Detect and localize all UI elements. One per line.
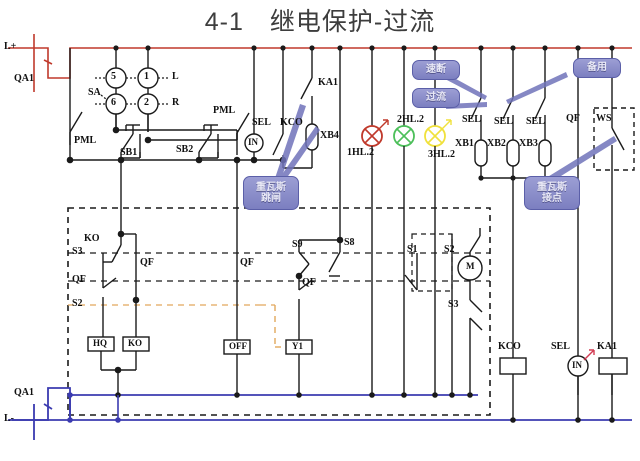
sa-control-switch[interactable] [95, 67, 170, 132]
label-qf-aux-3: QF [302, 277, 316, 288]
label-pml-right: PML [213, 105, 236, 116]
mid-branch-off [223, 215, 251, 395]
sa-contact-1: 1 [144, 71, 149, 82]
middle-group-box [67, 207, 491, 416]
coil-ka1-bottom: KA1 [597, 341, 617, 352]
sa-side-l: L [172, 71, 179, 82]
upper-rail [66, 156, 287, 215]
label-xb4: XB4 [320, 130, 339, 141]
sa-contact-5: 5 [111, 71, 116, 82]
label-sel-3: SEL [526, 116, 545, 127]
group-dashed-rails [68, 252, 490, 282]
lamp-tag-2hl2: 2HL.2 [397, 114, 424, 125]
xb-terminals [474, 139, 552, 181]
label-qf-aux-1: QF [72, 274, 86, 285]
label-ws: WS [596, 113, 612, 124]
left-branch[interactable] [87, 215, 150, 395]
label-l-plus: L+ [4, 41, 17, 52]
in-meter-label-top: IN [248, 137, 259, 147]
lamp-2hl2 [393, 125, 415, 395]
coil-hq: HQ [93, 338, 108, 348]
motor-branch[interactable] [404, 228, 483, 395]
label-s3: S3 [72, 246, 83, 257]
bottom-coils [499, 178, 628, 420]
label-sel-2: SEL [494, 116, 513, 127]
callout-gas-trip-line2: 跳闸 [261, 193, 281, 204]
label-sb1: SB1 [120, 147, 138, 158]
ka1-contact[interactable] [300, 77, 313, 124]
callout-sudan: 速断 [412, 60, 460, 80]
label-sel-bottom: SEL [551, 341, 570, 352]
label-sel-1: SEL [462, 114, 481, 125]
sel-contacts-right[interactable] [470, 97, 546, 140]
page-title: 4-1 继电保护-过流 [204, 8, 436, 36]
negative-bus-group [8, 387, 632, 440]
label-xb3: XB3 [519, 138, 538, 149]
callout-gas-trip: 重瓦斯 跳闸 [243, 176, 299, 210]
lamp-tag-3hl2: 3HL.2 [428, 149, 455, 160]
s8-s9-branch[interactable] [274, 160, 344, 395]
push-button-row[interactable] [69, 111, 250, 160]
callout-gas-contact: 重瓦斯 接点 [524, 176, 580, 210]
sel-kco-contact[interactable] [272, 128, 284, 160]
label-qa1-bottom: QA1 [14, 387, 34, 398]
label-sel-left: SEL [252, 117, 271, 128]
label-kco-top: KCO [280, 117, 303, 128]
label-xb2: XB2 [487, 138, 506, 149]
in-meter-top [244, 133, 264, 160]
bus-junction-dots [113, 45, 615, 51]
label-ko-contact: KO [84, 233, 100, 244]
label-s2: S2 [72, 298, 83, 309]
lamp-1hl2 [361, 119, 389, 395]
label-s9: S9 [292, 239, 303, 250]
coil-kco-bottom: KCO [498, 341, 521, 352]
callout-guoliu: 过流 [412, 88, 460, 108]
label-xb1: XB1 [455, 138, 474, 149]
sa-contact-2: 2 [144, 97, 149, 108]
sa-contact-6: 6 [111, 97, 116, 108]
label-qf-right: QF [566, 113, 580, 124]
positive-bus-group [8, 34, 632, 92]
label-qf-aux-2: QF [240, 257, 254, 268]
callout-beiyong: 备用 [573, 58, 621, 78]
coil-y1: Y1 [292, 341, 303, 351]
label-ka1-top: KA1 [318, 77, 338, 88]
label-s8: S8 [344, 237, 355, 248]
callout-gas-contact-line2: 接点 [542, 193, 562, 204]
label-s2-motor: S2 [444, 244, 455, 255]
in-meter-label-bottom: IN [572, 360, 583, 370]
lamp-tag-1hl2: 1HL.2 [347, 147, 374, 158]
label-qf-contact: QF [140, 257, 154, 268]
callout-gas-trip-line1: 重瓦斯 [256, 181, 286, 193]
label-l-minus: L- [4, 413, 14, 424]
label-s1: S1 [407, 244, 418, 255]
label-s3-motor: S3 [448, 299, 459, 310]
coil-ko: KO [128, 338, 143, 348]
motor-symbol-label: M [466, 261, 475, 271]
label-sa: SA [88, 87, 101, 98]
label-qa1-top: QA1 [14, 73, 34, 84]
label-pml-left: PML [74, 135, 97, 146]
coil-off: OFF [229, 341, 247, 351]
label-sb2: SB2 [176, 144, 194, 155]
lamp-3hl2 [424, 119, 452, 395]
callout-gas-contact-line1: 重瓦斯 [537, 181, 567, 193]
sa-side-r: R [172, 97, 180, 108]
